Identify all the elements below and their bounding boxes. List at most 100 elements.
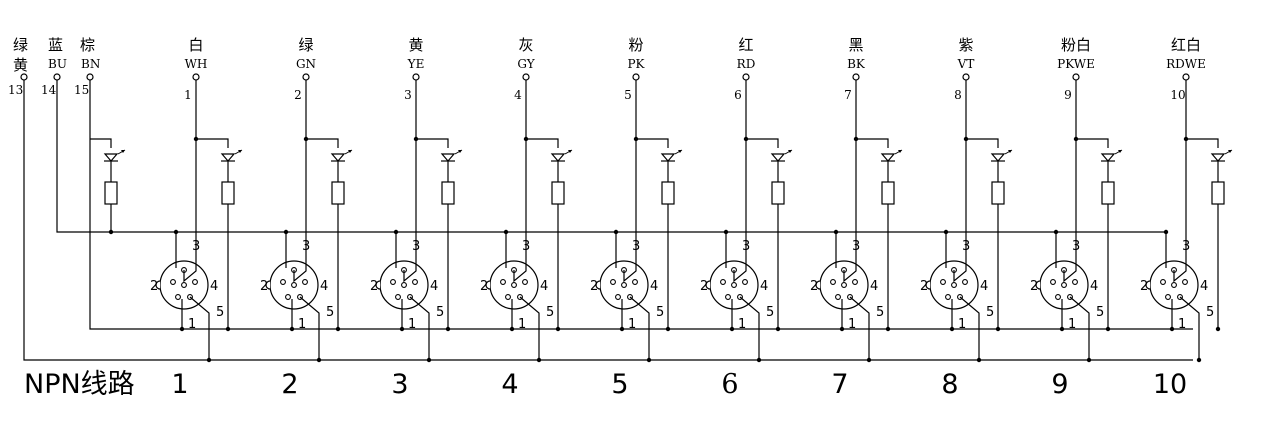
channel-terminal-post xyxy=(192,73,200,81)
junction-dot xyxy=(445,326,451,332)
pin-label-1: 1 xyxy=(1068,317,1076,332)
channel-number-label: 3 xyxy=(391,369,408,400)
channel-color-label: 红 xyxy=(738,36,753,54)
connector-pin xyxy=(962,279,968,285)
led-indicator-icon xyxy=(880,149,903,162)
junction-dot xyxy=(1196,357,1202,363)
connector-pin xyxy=(500,279,506,285)
bus-lines xyxy=(23,80,1193,361)
pin-label-5: 5 xyxy=(1206,305,1214,320)
pin-label-4: 4 xyxy=(1090,279,1098,294)
pin5-wire xyxy=(409,296,430,360)
connector-pin xyxy=(291,282,297,288)
connector-pin xyxy=(945,294,951,300)
pin5-wire xyxy=(1179,296,1200,360)
connector-pin xyxy=(1055,294,1061,300)
brown-led-branch xyxy=(90,138,112,148)
channel-color-code: GY xyxy=(517,57,535,71)
channel-pin-number: 10 xyxy=(1170,88,1185,102)
connector-pin xyxy=(390,279,396,285)
connector-pin xyxy=(1050,279,1056,285)
channel-color-code: RD xyxy=(737,57,756,71)
junction-dot xyxy=(775,326,781,332)
channel-terminal-post xyxy=(1182,73,1190,81)
pin-label-1: 1 xyxy=(958,317,966,332)
pin-label-2: 2 xyxy=(810,279,818,294)
signal-wire xyxy=(525,80,559,148)
junction-dot xyxy=(509,326,515,332)
channel-pin-number: 9 xyxy=(1064,88,1072,102)
circuit-type-label: NPN线路 xyxy=(24,369,135,400)
pin-label-5: 5 xyxy=(986,305,994,320)
signal-wire xyxy=(1075,80,1109,148)
junction-dot xyxy=(289,326,295,332)
pin-label-2: 2 xyxy=(1140,279,1148,294)
terminal-color-label-2: 黄 xyxy=(13,56,28,74)
junction-dot xyxy=(976,357,982,363)
channel-color-label: 白 xyxy=(188,36,203,54)
signal-wire xyxy=(745,80,779,148)
pin-label-5: 5 xyxy=(326,305,334,320)
pin-label-4: 4 xyxy=(540,279,548,294)
resistor-icon xyxy=(331,181,345,205)
connector-pin xyxy=(302,279,308,285)
channel-color-label: 灰 xyxy=(518,36,533,54)
junction-dot xyxy=(756,357,762,363)
terminal-pin-number: 13 xyxy=(8,83,23,97)
channel-color-code: YE xyxy=(407,57,425,71)
signal-wire xyxy=(195,80,229,148)
resistor-icon xyxy=(661,181,675,205)
pin-label-5: 5 xyxy=(656,305,664,320)
channel-number-label: 9 xyxy=(1051,369,1068,400)
junction-dot xyxy=(335,326,341,332)
connector-pin xyxy=(830,279,836,285)
junction-dot xyxy=(646,357,652,363)
connector-pin xyxy=(511,282,517,288)
connector-pin xyxy=(1160,279,1166,285)
led-indicator-icon xyxy=(770,149,793,162)
led-indicator-icon xyxy=(1210,149,1233,162)
signal-to-pin4 xyxy=(733,232,747,283)
pin-label-1: 1 xyxy=(408,317,416,332)
pin-label-2: 2 xyxy=(480,279,488,294)
pin-label-4: 4 xyxy=(430,279,438,294)
pin-label-4: 4 xyxy=(760,279,768,294)
pin5-wire xyxy=(959,296,980,360)
signal-wire xyxy=(415,80,449,148)
channel-pin-number: 2 xyxy=(294,88,302,102)
connector-pin xyxy=(170,279,176,285)
channel-terminal-post xyxy=(1072,73,1080,81)
junction-dot xyxy=(1169,326,1175,332)
channel-pin-number: 1 xyxy=(184,88,192,102)
junction-dot xyxy=(555,326,561,332)
signal-to-pin4 xyxy=(1063,232,1077,283)
signal-to-pin4 xyxy=(403,232,417,283)
connector-pin xyxy=(1165,294,1171,300)
channel-pin-number: 5 xyxy=(624,88,632,102)
junction-dot xyxy=(1105,326,1111,332)
signal-to-pin4 xyxy=(953,232,967,283)
junction-dot xyxy=(399,326,405,332)
pin-label-1: 1 xyxy=(518,317,526,332)
common-terminal-brown: 棕 BN 15 xyxy=(74,36,100,97)
pin-label-4: 4 xyxy=(320,279,328,294)
common-terminal-posts xyxy=(20,73,94,81)
junction-dot xyxy=(995,326,1001,332)
pin-label-2: 2 xyxy=(260,279,268,294)
connector-pin xyxy=(1171,282,1177,288)
signal-wire xyxy=(635,80,669,148)
channel-terminal-post xyxy=(522,73,530,81)
connector-pin xyxy=(175,294,181,300)
channel-terminal-post xyxy=(632,73,640,81)
ground-bus-line xyxy=(23,80,1193,361)
pin-label-5: 5 xyxy=(1096,305,1104,320)
